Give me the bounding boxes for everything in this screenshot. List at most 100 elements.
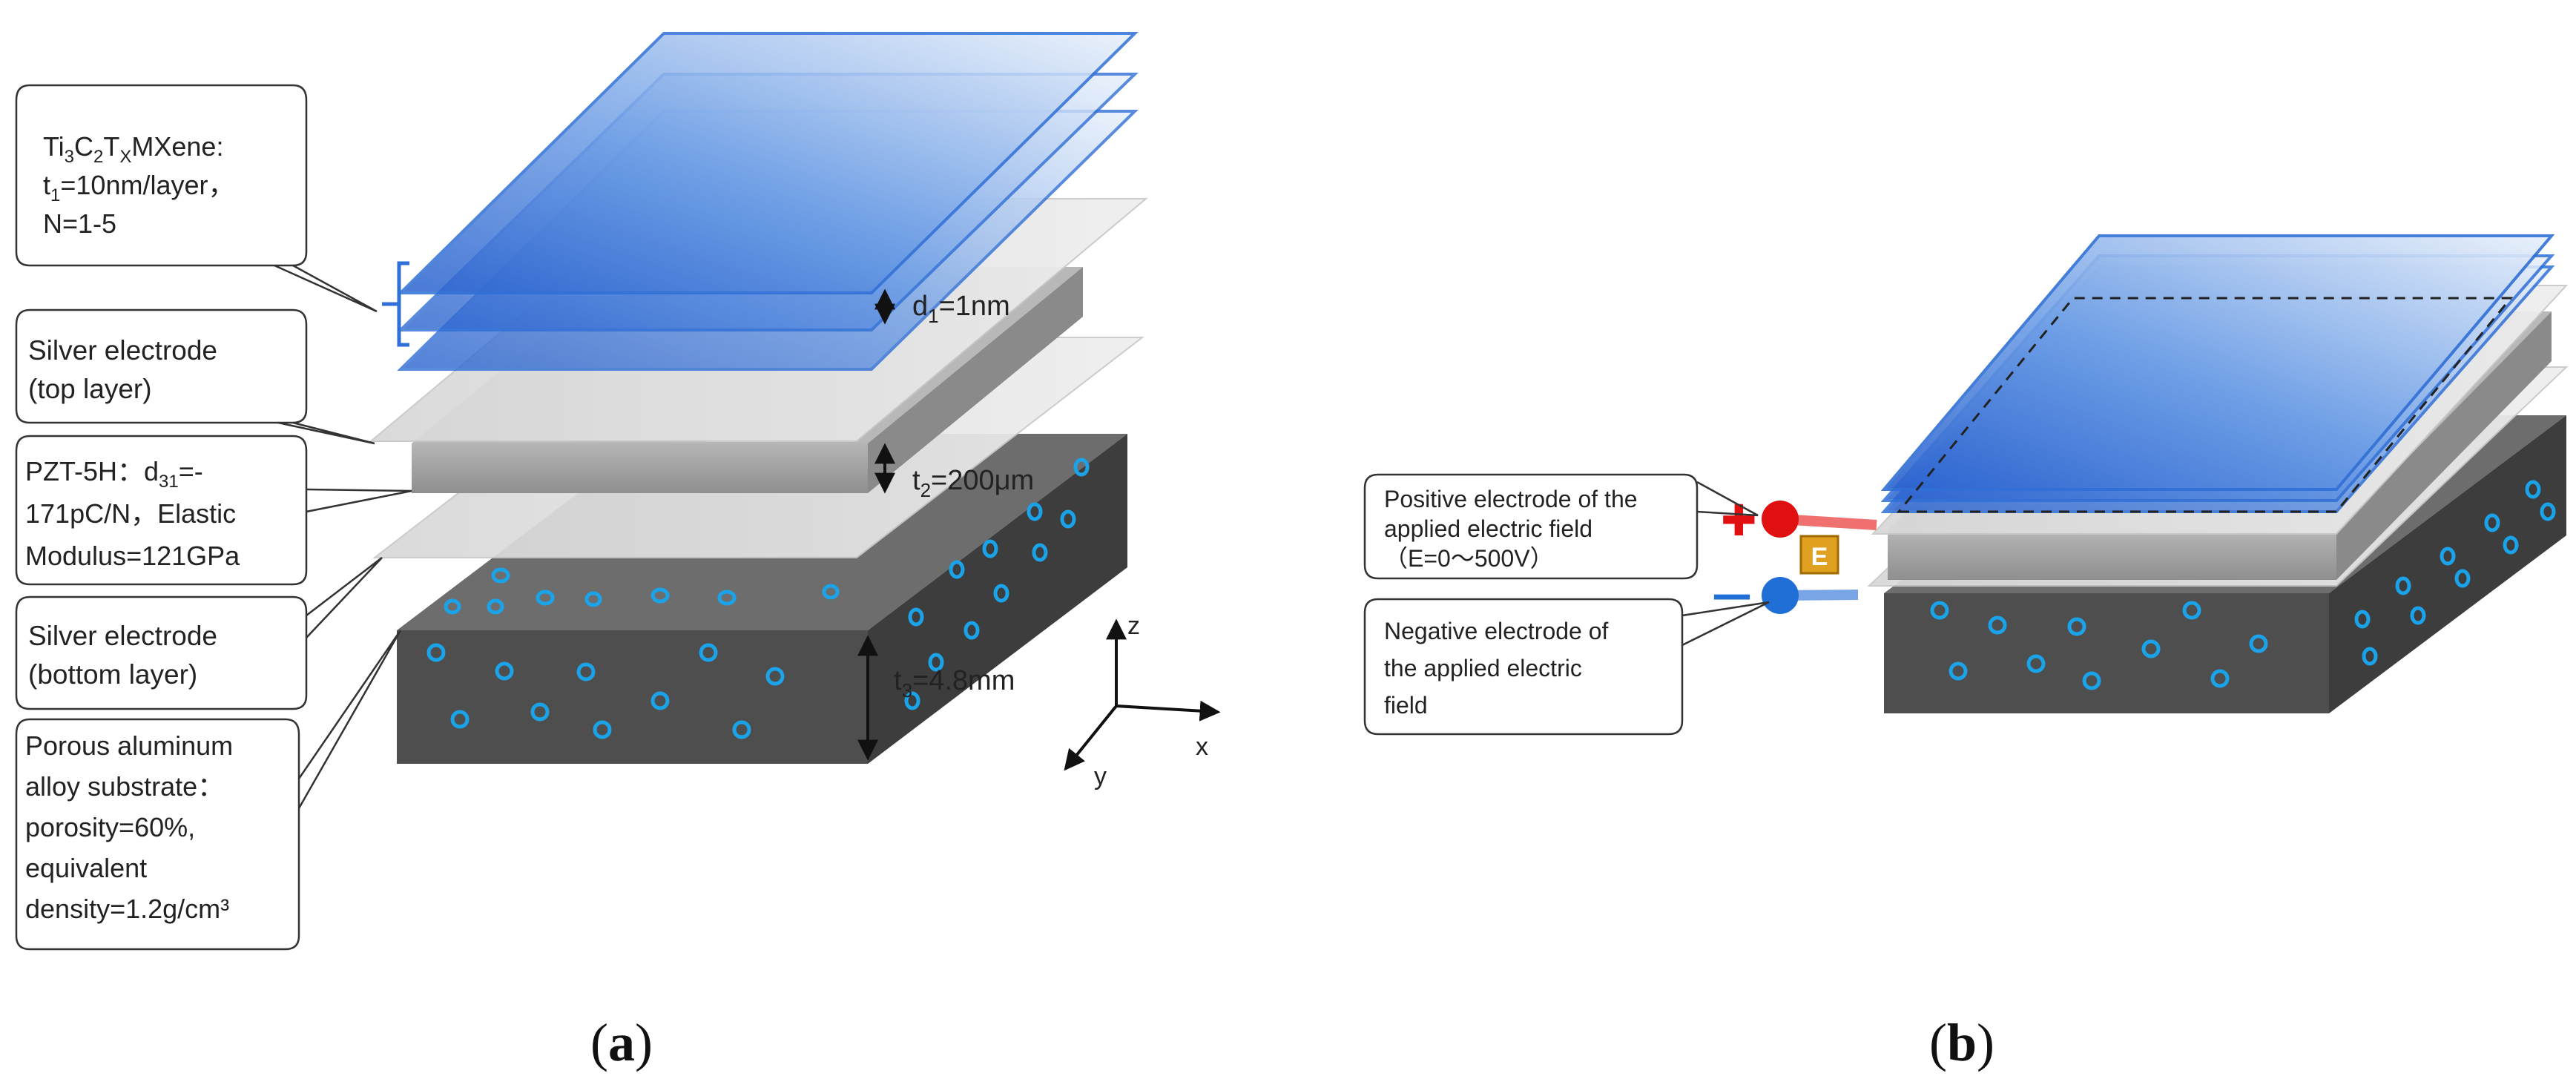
callout-substrate-pointer (297, 630, 402, 809)
callout-negative-line2: the applied electric (1384, 655, 1582, 681)
callout-silver-bottom-pointer (306, 557, 383, 638)
pore-icon (993, 584, 1009, 603)
pore-icon (2249, 634, 2268, 653)
pore-icon (1073, 458, 1090, 477)
pore-icon (1988, 615, 2007, 635)
pzt-right-face (868, 267, 1083, 493)
pore-icon (1032, 543, 1048, 562)
pore-icon (963, 621, 980, 640)
callout-positive-line2: applied electric field (1384, 515, 1592, 542)
substrate-front-face (397, 630, 868, 764)
mxene-layer-3 (397, 32, 1139, 294)
pore-icon (2503, 535, 2519, 555)
t3-label: t3=4.8mm (894, 665, 1015, 702)
callout-silver-bottom: Silver electrode (bottom layer) (15, 557, 383, 710)
pore-icon (949, 560, 965, 579)
callout-substrate-line4: equivalent (25, 853, 147, 883)
pore-icon (650, 691, 670, 710)
pore-icon (536, 590, 555, 606)
coordinate-axes: z x y (1064, 612, 1221, 791)
pore-icon (650, 587, 670, 604)
pore-icon (2525, 480, 2541, 499)
callout-mxene-pointer (274, 264, 378, 313)
callout-pzt-box (15, 435, 308, 586)
caption-b: (b) (1929, 1013, 1994, 1072)
pore-icon (487, 598, 504, 615)
callout-positive-line1: Positive electrode of the (1384, 486, 1638, 512)
positive-electrode-dot (1762, 501, 1799, 538)
pore-icon (908, 607, 924, 627)
caption-a: (a) (590, 1013, 653, 1072)
mxene-layers (397, 32, 1139, 371)
plus-symbol: ✚ (1721, 495, 1757, 546)
callout-negative-box (1363, 598, 1684, 736)
callout-silver-top-pointer (277, 421, 375, 445)
pore-icon (2440, 547, 2456, 566)
pzt-b-right-face (2336, 311, 2552, 580)
pore-icon (576, 662, 596, 681)
pore-icon (928, 653, 944, 672)
pore-icon (1027, 502, 1043, 521)
callout-mxene: Ti3C2TXMXene: t1=10nm/layer， N=1-5 (15, 84, 378, 313)
field-badge-label: E (1811, 543, 1828, 571)
substrate-b-pores (1930, 480, 2556, 690)
callout-negative: Negative electrode of the applied electr… (1363, 598, 1770, 736)
panel-a: d1=1nm t2=200μm t3=4.8mm z x y Ti3C2TXMX… (15, 32, 1221, 1072)
callout-silver-bottom-box (15, 595, 308, 710)
callout-mxene-line1: Ti3C2TXMXene: (43, 131, 223, 167)
mxene-b-dashed-outline (1896, 297, 2514, 513)
pore-icon (2362, 647, 2378, 666)
pore-icon (2082, 671, 2101, 690)
pore-icon (822, 584, 840, 600)
pore-icon (904, 691, 920, 710)
pore-icon (732, 720, 751, 739)
callout-silver-top-line2: (top layer) (28, 374, 152, 404)
t2-label: t2=200μm (912, 465, 1034, 501)
y-axis-label: y (1094, 762, 1107, 791)
d1-label: d1=1nm (912, 291, 1010, 327)
pore-icon (2141, 639, 2161, 659)
pore-icon (495, 661, 514, 681)
callout-negative-line3: field (1384, 692, 1428, 719)
mxene-layers-b (1880, 234, 2555, 513)
pore-icon (2454, 569, 2471, 588)
pore-icon (2026, 654, 2046, 673)
substrate-pores (426, 458, 1090, 739)
callout-positive-box (1363, 473, 1699, 580)
pore-icon (1060, 509, 1076, 529)
pore-icon (1930, 601, 1949, 620)
negative-electrode-dot (1762, 577, 1799, 614)
field-badge-box (1799, 535, 1839, 575)
pore-icon (765, 667, 785, 686)
mxene-bracket (382, 261, 409, 347)
callout-negative-pointer (1681, 601, 1770, 647)
callout-silver-bottom-line1: Silver electrode (28, 621, 217, 651)
callout-pzt-pointer (306, 488, 412, 513)
pore-icon (2182, 601, 2201, 620)
pore-icon (2395, 576, 2411, 595)
callout-substrate-line5: density=1.2g/cm³ (25, 894, 229, 924)
pore-icon (2067, 617, 2086, 636)
callout-substrate: Porous aluminum alloy substrate： porosit… (15, 630, 402, 951)
field-badge: E (1799, 535, 1839, 575)
pore-icon (2484, 513, 2500, 532)
callout-pzt: PZT-5H：d31=- 171pC/N，Elastic Modulus=121… (15, 435, 412, 586)
callout-silver-top-line1: Silver electrode (28, 335, 217, 366)
callout-pzt-line1: PZT-5H：d31=- (25, 456, 203, 492)
pore-icon (1949, 661, 1968, 681)
callout-silver-top: Silver electrode (top layer) (15, 308, 375, 445)
pore-icon (444, 598, 461, 615)
callout-silver-bottom-line2: (bottom layer) (28, 659, 197, 690)
callout-substrate-line3: porosity=60%, (25, 812, 195, 842)
pore-icon (717, 590, 737, 606)
callout-substrate-box (15, 718, 300, 951)
callout-negative-line1: Negative electrode of (1384, 618, 1609, 644)
callout-mxene-line3: N=1-5 (43, 208, 116, 239)
callout-positive-line3: （E=0～500V） (1384, 545, 1554, 572)
callout-substrate-line1: Porous aluminum (25, 730, 233, 761)
pore-icon (584, 591, 602, 607)
panel-b: ✚ — E Positive electrode of the applied … (1363, 234, 2569, 1072)
pore-icon (2210, 669, 2230, 688)
z-axis-label: z (1127, 612, 1140, 640)
